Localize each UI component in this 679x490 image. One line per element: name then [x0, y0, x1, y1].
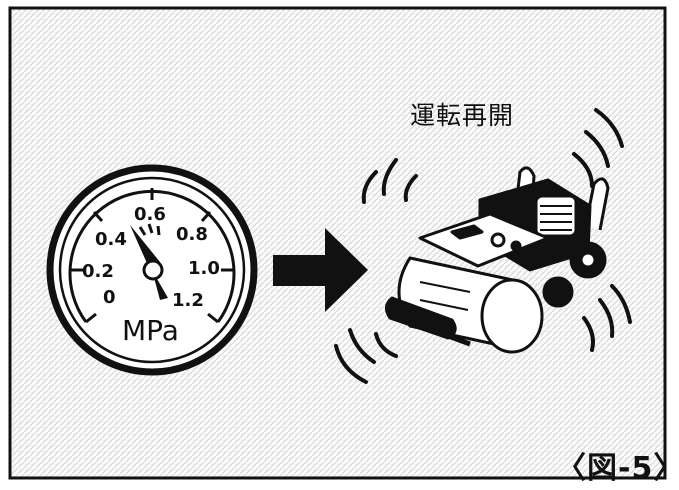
- gauge-label-0-6: 0.6: [134, 204, 166, 225]
- gauge-label-1-2: 1.2: [172, 290, 204, 311]
- air-compressor-icon: [385, 166, 610, 354]
- right-arrow-icon: [273, 228, 368, 312]
- gauge-label-0-4: 0.4: [95, 229, 127, 250]
- gauge-label-0: 0: [103, 287, 116, 308]
- vibration-lines-icon: [334, 108, 632, 384]
- pressure-gauge-icon: 0 0.2 0.4 0.6 0.8 1.0 1.2 MPa: [46, 164, 258, 376]
- gauge-label-0-8: 0.8: [176, 224, 208, 245]
- gauge-needle: [130, 225, 168, 300]
- gauge-unit: MPa: [122, 314, 179, 347]
- gauge-label-1-0: 1.0: [188, 258, 220, 279]
- gauge-label-0-2: 0.2: [82, 261, 114, 282]
- figure-number: 〈図-5〉: [556, 451, 679, 486]
- restart-caption: 運転再開: [410, 101, 515, 130]
- gauge-ticks: [70, 188, 234, 324]
